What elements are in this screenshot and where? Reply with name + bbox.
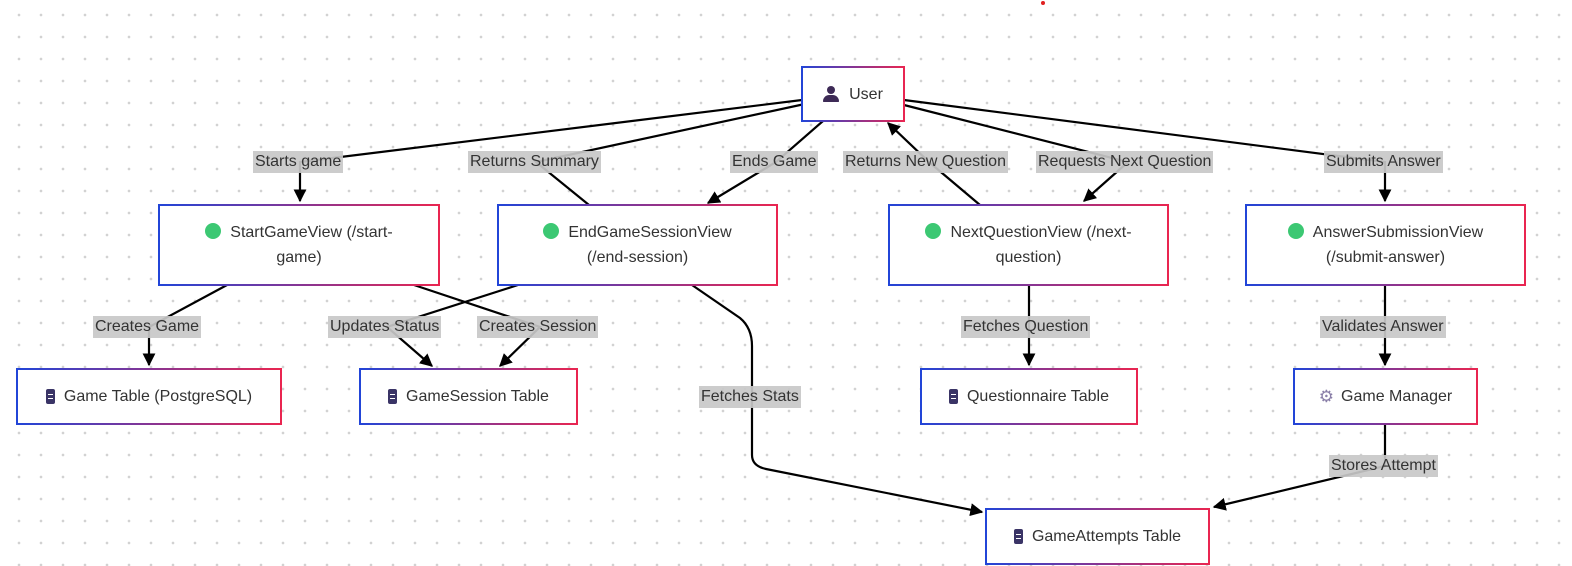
edge-label-submits-answer: Submits Answer [1324,151,1443,173]
edge-label-starts-game: Starts game [253,151,344,173]
marker-dot [1041,1,1045,5]
node-game-session-table[interactable]: GameSession Table [359,368,578,425]
edge-label-requests-next-question: Requests Next Question [1036,151,1214,173]
node-game-session-table-label: GameSession Table [406,388,549,405]
node-next-question-view[interactable]: NextQuestionView (/next-question) [888,204,1169,286]
node-end-game-session-view-label: EndGameSessionView (/end-session) [568,224,732,266]
node-start-game-view-label: StartGameView (/start-game) [230,224,393,266]
node-questionnaire-table[interactable]: Questionnaire Table [920,368,1138,425]
green-dot-icon [205,223,222,239]
node-answer-submission-view[interactable]: AnswerSubmissionView (/submit-answer) [1245,204,1526,286]
user-icon [823,86,840,102]
database-icon [45,389,55,404]
node-user[interactable]: User [801,66,905,122]
node-questionnaire-table-label: Questionnaire Table [966,388,1110,405]
node-game-manager[interactable]: ⚙ Game Manager [1293,368,1478,425]
node-end-game-session-view[interactable]: EndGameSessionView (/end-session) [497,204,778,286]
green-dot-icon [925,223,942,239]
node-game-manager-label: Game Manager [1341,388,1453,405]
node-game-table[interactable]: Game Table (PostgreSQL) [16,368,282,425]
edge-label-returns-summary: Returns Summary [468,151,601,173]
green-dot-icon [543,223,560,239]
edge-label-updates-status: Updates Status [328,316,442,338]
database-icon [388,389,398,404]
database-icon [948,389,958,404]
node-answer-submission-view-label: AnswerSubmissionView (/submit-answer) [1312,224,1484,266]
edge-label-validates-answer: Validates Answer [1320,316,1446,338]
edge-label-creates-session: Creates Session [477,316,599,338]
edge-label-returns-new-question: Returns New Question [843,151,1008,173]
database-icon [1013,529,1023,544]
node-next-question-view-label: NextQuestionView (/next-question) [950,224,1132,266]
node-game-table-label: Game Table (PostgreSQL) [63,388,253,405]
node-game-attempts-table-label: GameAttempts Table [1031,528,1182,545]
node-game-attempts-table[interactable]: GameAttempts Table [985,508,1210,565]
gear-icon: ⚙ [1318,387,1335,406]
green-dot-icon [1287,223,1304,239]
edge-label-stores-attempt: Stores Attempt [1329,455,1438,477]
node-start-game-view[interactable]: StartGameView (/start-game) [158,204,440,286]
edge-label-creates-game: Creates Game [93,316,202,338]
edge-label-fetches-stats: Fetches Stats [699,386,801,408]
node-user-label: User [849,85,883,103]
edge-label-ends-game: Ends Game [730,151,819,173]
edge-label-fetches-question: Fetches Question [961,316,1091,338]
